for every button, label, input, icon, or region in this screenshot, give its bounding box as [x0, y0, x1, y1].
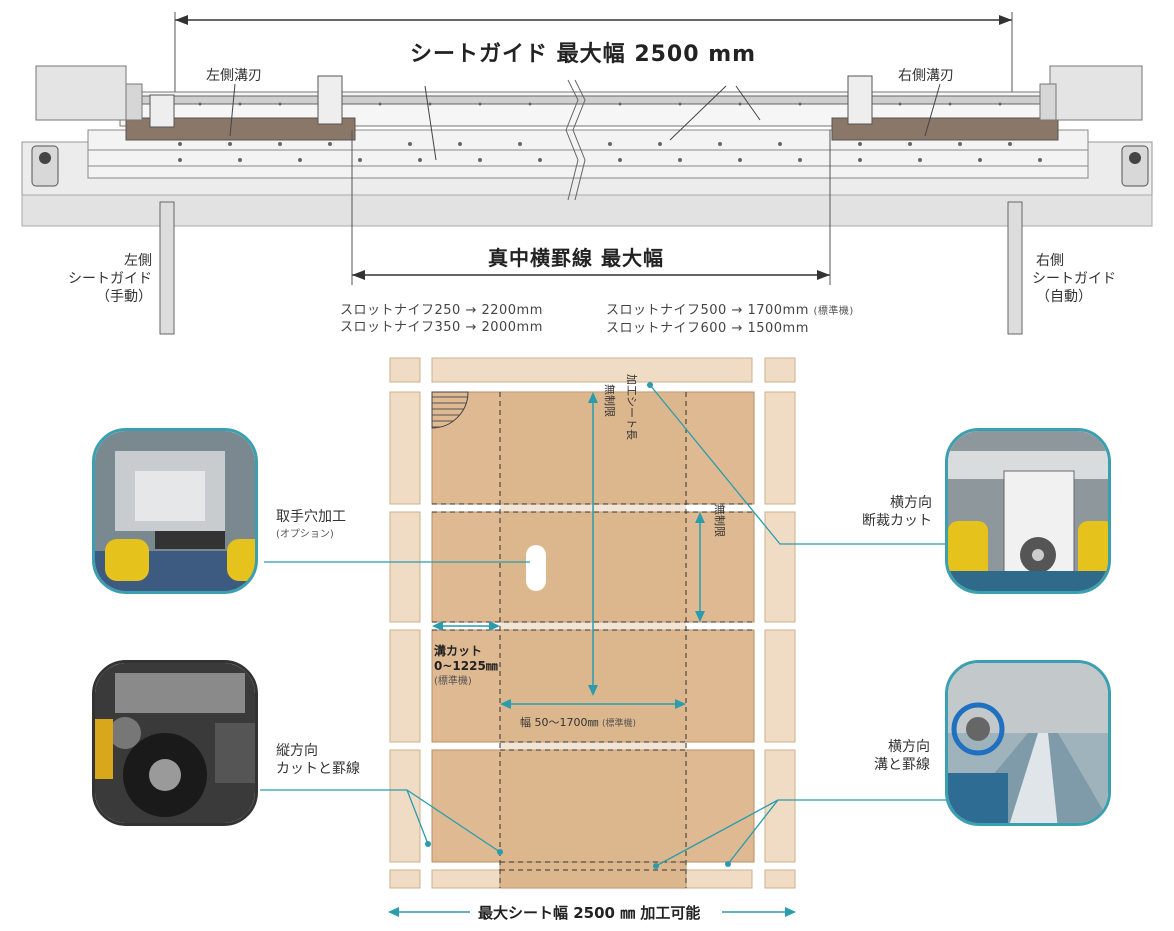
right-slot-knife-label: 右側溝刃 — [898, 68, 954, 84]
horizontal-cut-image — [948, 431, 1108, 591]
vertical-cut-label: 縦方向 カットと罫線 — [276, 743, 360, 777]
unlimited-label-2: 無制限 — [713, 504, 727, 537]
right-guide-label: 右側 シートガイド （自動） — [1032, 253, 1116, 305]
unlimited-label-1: 無制限 — [603, 384, 617, 417]
sheet-layout: 加工シート長 無制限 無制限 — [260, 357, 946, 917]
center-score-title: 真中横罫線 最大幅 — [488, 246, 664, 270]
sheet-diagram: 加工シート長 無制限 無制限 溝カット 0~1225㎜ (標準機) 幅 50〜1… — [0, 340, 1174, 927]
horizontal-slot-photo — [945, 660, 1111, 826]
width-range-label: 幅 50〜1700㎜ (標準機) — [520, 716, 637, 729]
left-slot-knife-label: 左側溝刃 — [206, 68, 262, 84]
horizontal-slot-label: 横方向 溝と罫線 — [874, 739, 930, 773]
sheet-length-label: 加工シート長 — [625, 374, 638, 440]
max-sheet-width-label: 最大シート幅 2500 ㎜ 加工可能 — [478, 904, 701, 922]
machine-illustration: シートガイド 最大幅 2500 mm 左側溝刃 右側溝刃 左側 シートガイド （… — [0, 0, 1174, 340]
machine-drawing — [21, 12, 1153, 335]
handle-hole-photo — [92, 428, 258, 594]
slot-knife-specs-left: スロットナイフ250 → 2200mm スロットナイフ350 → 2000mm — [340, 303, 543, 335]
handle-hole-label: 取手穴加工 (オプション) — [276, 509, 346, 540]
horizontal-cut-label: 横方向 断裁カット — [862, 495, 932, 529]
slot-cut-label: 溝カット 0~1225㎜ (標準機) — [434, 644, 498, 687]
vertical-cut-image — [95, 663, 255, 823]
vertical-cut-photo — [92, 660, 258, 826]
left-guide-label: 左側 シートガイド （手動） — [68, 253, 152, 305]
handle-hole-image — [95, 431, 255, 591]
slot-knife-specs-right: スロットナイフ500 → 1700mm (標準機) スロットナイフ600 → 1… — [606, 303, 854, 336]
horizontal-cut-photo — [945, 428, 1111, 594]
machine-title: シートガイド 最大幅 2500 mm — [410, 42, 757, 67]
horizontal-slot-image — [948, 663, 1108, 823]
